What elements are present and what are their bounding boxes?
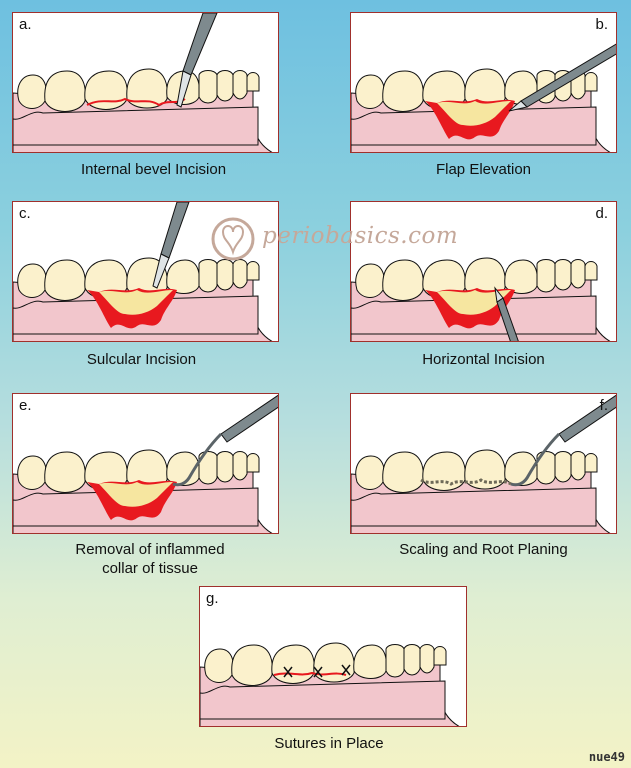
panel-letter: g.: [206, 590, 219, 607]
bone: [99, 290, 173, 315]
watermark: periobasics.com: [206, 214, 458, 264]
caption-a: Internal bevel Incision: [80, 161, 227, 178]
caption-g: Sutures in Place: [274, 735, 384, 752]
artist-signature: nue49: [588, 750, 625, 764]
panel-letter: c.: [19, 205, 31, 222]
logo-icon: [211, 217, 255, 261]
root-surface: [420, 478, 512, 486]
caption-d: Horizontal Incision: [422, 351, 545, 368]
incision-line: [86, 97, 186, 107]
bone: [437, 290, 511, 315]
panel-c: c.: [12, 201, 279, 342]
panel-e: e.: [12, 393, 279, 534]
teeth-illustration: [13, 394, 278, 533]
curette-icon: [510, 394, 616, 487]
panel-letter: f.: [599, 397, 608, 414]
teeth-illustration: [13, 13, 278, 152]
panel-g: g.: [199, 586, 467, 727]
teeth-illustration: [200, 587, 466, 726]
scalpel-icon: [152, 202, 190, 289]
panel-b: b.: [350, 12, 617, 153]
teeth-illustration: [351, 394, 616, 533]
bone: [437, 101, 511, 126]
caption-e-line2: collar of tissue: [102, 560, 198, 577]
scalpel-icon: [176, 13, 218, 108]
panel-letter: e.: [19, 397, 32, 414]
panel-d: d.: [350, 201, 617, 342]
suture-icon: [283, 664, 351, 678]
panel-letter: b.: [595, 16, 608, 33]
panel-f: f.: [350, 393, 617, 534]
panel-letter: d.: [595, 205, 608, 222]
teeth-illustration: [351, 13, 616, 152]
teeth-illustration: [13, 202, 278, 341]
caption-e-line1: Removal of inflammed: [75, 541, 225, 558]
scalpel-icon: [494, 286, 519, 341]
curette-icon: [172, 394, 278, 487]
panel-a: a.: [12, 12, 279, 153]
bone: [99, 482, 173, 507]
teeth-illustration: [351, 202, 616, 341]
caption-c: Sulcular Incision: [86, 351, 197, 368]
watermark-text: periobasics.com: [262, 223, 459, 249]
caption-b: Flap Elevation: [435, 161, 532, 178]
caption-f: Scaling and Root Planing: [399, 541, 568, 558]
panel-letter: a.: [19, 16, 32, 33]
elevator-icon: [508, 43, 616, 112]
caption-e: Removal of inflammed collar of tissue: [40, 540, 260, 578]
